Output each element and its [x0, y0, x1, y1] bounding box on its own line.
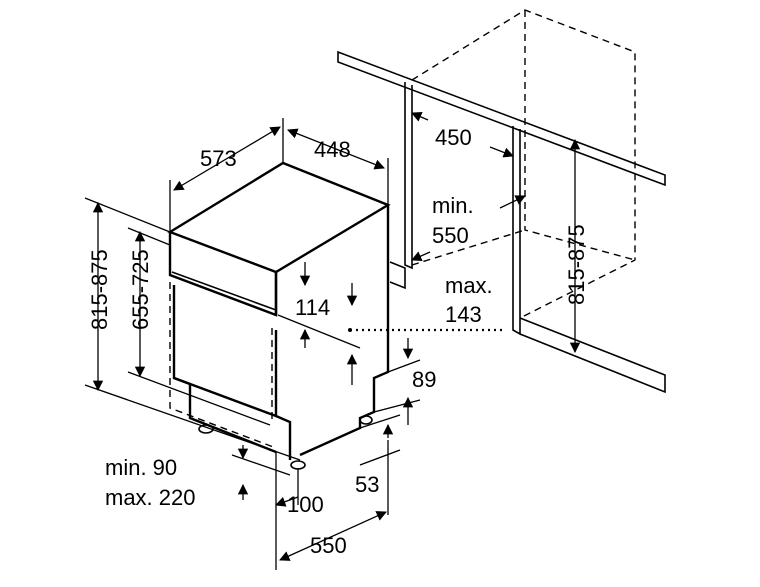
label-max-220: max. 220 — [105, 485, 196, 510]
niche-outline-back — [411, 9, 636, 319]
countertop — [337, 50, 666, 187]
label-550-bottom: 550 — [310, 533, 347, 558]
label-143: 143 — [445, 302, 482, 327]
label-100: 100 — [287, 492, 324, 517]
label-height-815-875-left: 815-875 — [87, 249, 112, 330]
control-panel — [168, 232, 278, 317]
plinth-edge — [275, 414, 292, 460]
niche-outline-inner — [524, 10, 636, 261]
right-cabinet-base — [519, 317, 666, 394]
label-min-top: min. — [432, 193, 474, 218]
door-recess — [172, 285, 278, 418]
base-front — [173, 376, 277, 454]
label-53: 53 — [355, 472, 379, 497]
dimension-labels: 573 448 450 min. 550 max. 143 114 89 53 … — [87, 125, 589, 558]
label-450: 450 — [435, 125, 472, 150]
label-height-655-725: 655-725 — [128, 249, 153, 330]
niche-outline-floor — [411, 229, 526, 266]
label-448: 448 — [314, 137, 351, 162]
dimension-lines — [84, 111, 581, 570]
panel-handle — [171, 271, 277, 311]
label-573: 573 — [200, 146, 237, 171]
label-min-90: min. 90 — [105, 455, 177, 480]
label-89: 89 — [412, 367, 436, 392]
cabinet-niche — [337, 9, 666, 394]
left-cabinet-base — [389, 261, 406, 290]
right-cabinet-wall — [512, 126, 521, 336]
foot-back — [359, 415, 373, 425]
label-550-top: 550 — [432, 223, 469, 248]
label-max: max. — [445, 273, 493, 298]
door-outline-dashed — [169, 282, 277, 449]
foot-front — [290, 460, 306, 470]
left-cabinet-wall — [404, 82, 413, 270]
label-114: 114 — [295, 295, 330, 320]
label-height-815-875-right: 815-875 — [564, 224, 589, 305]
dishwasher-top — [167, 161, 391, 274]
